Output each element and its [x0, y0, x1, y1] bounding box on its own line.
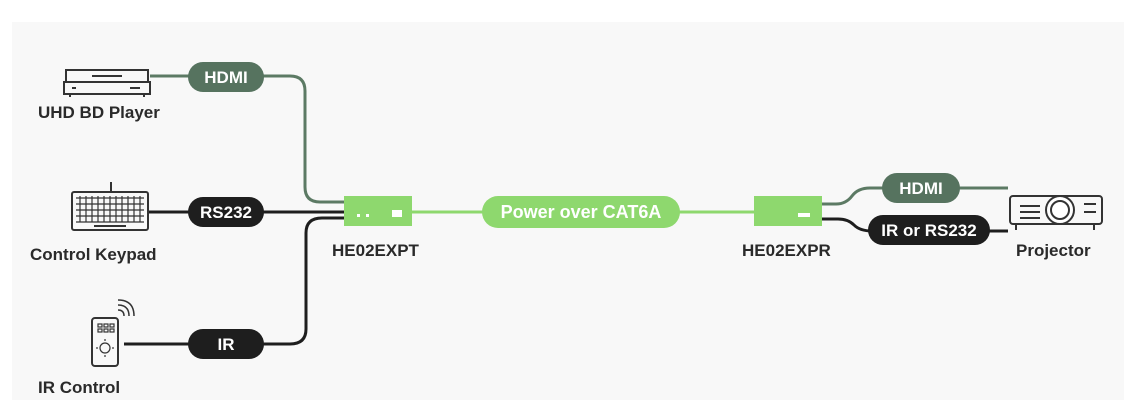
hdmi-input-pill: HDMI: [188, 62, 264, 92]
cat6a-pill: Power over CAT6A: [482, 196, 680, 228]
remote-control-icon: [91, 299, 135, 367]
hdmi-input-line: [150, 74, 348, 204]
bd-player-icon: [63, 69, 151, 97]
hdmi-output-label: HDMI: [899, 179, 942, 198]
ir-input-pill: IR: [188, 329, 264, 359]
hdmi-input-label: HDMI: [204, 68, 247, 87]
projector-icon: [1009, 195, 1103, 230]
bd-player-label: UHD BD Player: [38, 103, 160, 122]
receiver-icon: [754, 196, 822, 226]
ir-input-line: [124, 216, 348, 346]
ir-rs232-output-label: IR or RS232: [881, 221, 976, 240]
ir-rs232-output-pill: IR or RS232: [868, 215, 990, 245]
cat6a-label: Power over CAT6A: [501, 202, 662, 222]
projector-label: Projector: [1016, 241, 1091, 260]
transmitter-label: HE02EXPT: [332, 241, 420, 260]
keypad-label: Control Keypad: [30, 245, 157, 264]
receiver-label: HE02EXPR: [742, 241, 831, 260]
ir-rs232-output-line: [820, 217, 1008, 233]
hdmi-output-pill: HDMI: [882, 173, 960, 203]
rs232-input-pill: RS232: [188, 197, 264, 227]
ir-control-label: IR Control: [38, 378, 120, 397]
hdmi-output-line: [820, 186, 1008, 206]
rs232-input-label: RS232: [200, 203, 252, 222]
keyboard-icon: [71, 182, 149, 231]
transmitter-icon: [344, 196, 412, 226]
ir-input-label: IR: [218, 335, 235, 354]
